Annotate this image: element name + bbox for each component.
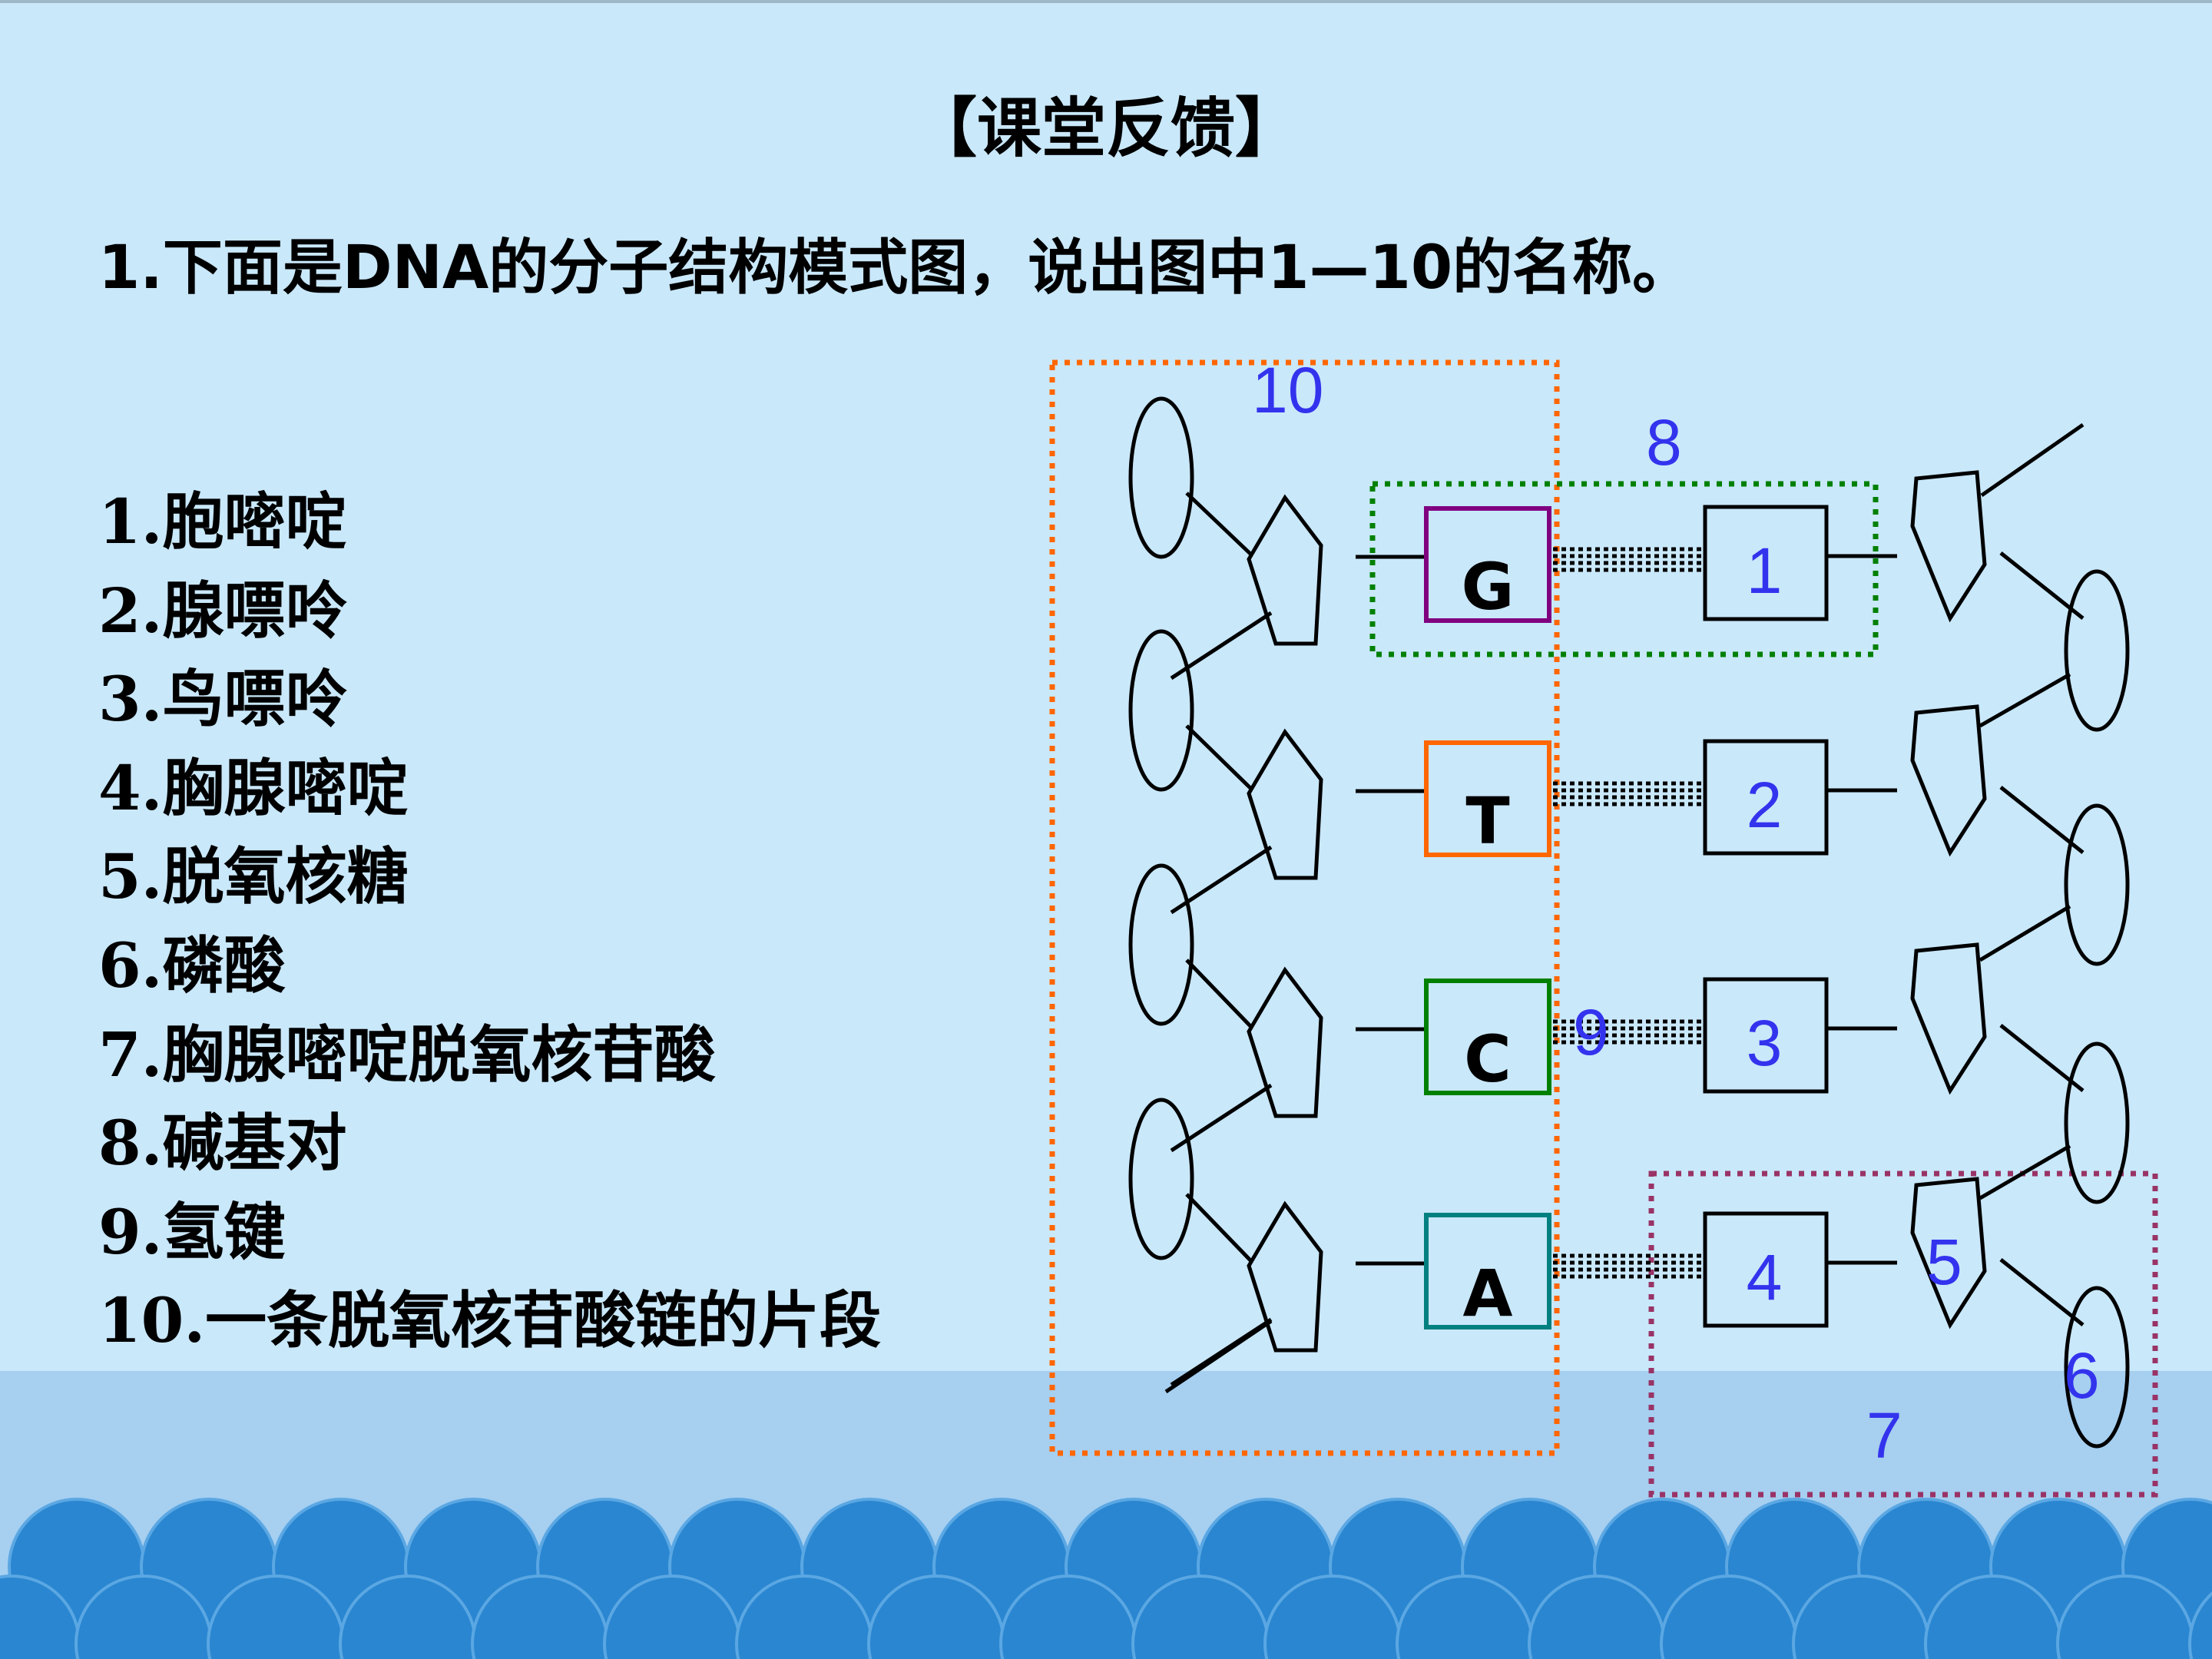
base-box-c [1424,979,1551,1095]
base-number-label: 4 [1747,1241,1783,1313]
wave-decoration [0,1498,2212,1659]
backbone-bond [1170,611,1273,680]
backbone-bond [1185,724,1253,791]
phosphate-oval [1128,863,1194,1026]
answer-item: 7.胸腺嘧啶脱氧核苷酸 [98,1018,716,1091]
region-box-8 [1369,481,1879,657]
base-number-label: 1 [1747,535,1783,607]
answer-item: 5.脱氧核糖 [98,840,409,913]
deoxyribose-pentagon [1910,470,1987,623]
backbone-bond [1979,904,2071,962]
phosphate-oval [1128,629,1194,792]
base-box-3 [1703,977,1829,1094]
backbone-bond [1185,1193,1253,1263]
region-box-7 [1648,1171,2158,1498]
phosphate-oval [2064,803,2130,966]
deoxyribose-pentagon [1910,942,1987,1095]
label-5: 5 [1926,1226,1962,1298]
deoxyribose-pentagon [1247,966,1323,1118]
base-box-g [1424,506,1551,623]
question-text: 1.下面是DNA的分子结构模式图，说出图中1—10的名称。 [98,233,1693,303]
backbone-bond [1170,845,1273,915]
deoxyribose-pentagon [1910,1177,1987,1330]
deoxyribose-pentagon [1247,494,1323,646]
answer-list: 1.胞嘧啶 2.腺嘌呤 3.鸟嘌呤 4.胸腺嘧啶 5.脱氧核糖 6.磷酸 7.胸… [98,478,881,1366]
base-number-label: 2 [1747,769,1783,841]
deoxyribose-pentagon [1247,1200,1323,1353]
base-box-a [1424,1213,1551,1330]
answer-item: 6.磷酸 [98,929,286,1002]
answer-item: 8.碱基对 [98,1107,347,1180]
base-box-2 [1703,739,1829,856]
label-8: 8 [1646,406,1682,478]
deoxyribose-pentagon [1910,704,1987,857]
base-box-1 [1703,505,1829,621]
base-number-label: 3 [1747,1007,1783,1079]
base-pair-rungs [1553,547,1704,1279]
backbone-bond [1185,492,1253,557]
backbone-bond [1980,422,2085,498]
base-letter-g: G [1462,549,1515,624]
backbone-bond [1979,672,2071,728]
label-7: 7 [1866,1399,1902,1472]
answer-item: 4.胸腺嘧啶 [98,751,409,824]
backbone-bond [1185,959,1253,1029]
slide-title: 【课堂反馈】 [912,90,1300,166]
answer-item: 9.氢键 [98,1195,286,1268]
answer-item: 3.鸟嘌呤 [98,663,347,736]
answer-item: 10.一条脱氧核苷酸链的片段 [98,1284,882,1357]
deoxyribose-pentagon [1247,728,1323,880]
label-6: 6 [2064,1339,2100,1412]
right-strand: 1 2 3 4 [1703,422,2130,1449]
region-box-10 [1049,359,1560,1456]
left-strand: G T C A [1128,396,1551,1394]
phosphate-oval [1128,1098,1194,1260]
label-9: 9 [1573,996,1609,1068]
base-box-t [1424,740,1551,857]
base-box-4 [1703,1211,1829,1328]
backbone-bond [1999,1258,2085,1326]
backbone-bond [1170,1083,1273,1153]
answer-item: 1.胞嘧啶 [98,485,347,558]
base-letter-a: A [1462,1256,1512,1331]
phosphate-oval [2064,1041,2130,1204]
base-letter-c: C [1464,1022,1512,1097]
base-letter-t: T [1465,783,1509,859]
phosphate-oval [2064,1286,2130,1449]
wave-arc [2188,1591,2212,1659]
phosphate-oval [1128,396,1194,559]
backbone-bond [1164,1319,1273,1394]
label-10: 10 [1252,354,1323,426]
phosphate-oval [2064,569,2130,732]
backbone-bond [1979,1144,2071,1200]
answer-item: 2.腺嘌呤 [98,574,347,647]
